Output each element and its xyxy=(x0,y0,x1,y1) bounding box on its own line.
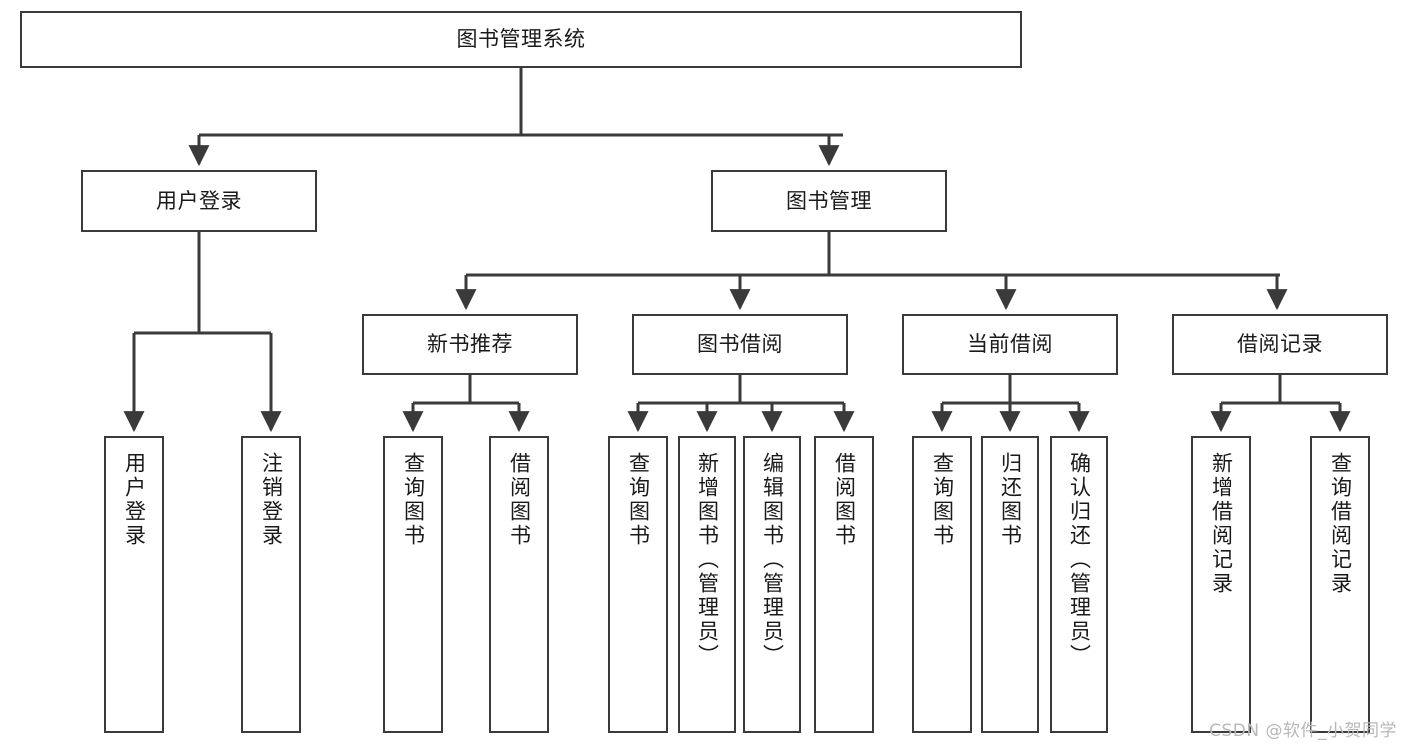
node-label: 借阅图书 xyxy=(832,452,857,548)
leaf-user-login-login[interactable]: 用户登录 xyxy=(104,436,164,733)
leaf-book-borrow-borrow-book[interactable]: 借阅图书 xyxy=(814,436,874,733)
leaf-new-book-query-book[interactable]: 查询图书 xyxy=(383,436,443,733)
node-label: 借阅记录 xyxy=(1237,332,1323,357)
leaf-new-book-borrow-book[interactable]: 借阅图书 xyxy=(489,436,549,733)
node-label: 图书管理系统 xyxy=(456,27,586,52)
leaf-borrow-record-query-record[interactable]: 查询借阅记录 xyxy=(1310,436,1370,733)
leaf-book-borrow-add-book-admin[interactable]: 新增图书（管理员） xyxy=(678,436,736,733)
node-label: 归还图书 xyxy=(998,452,1023,548)
node-label: 注销登录 xyxy=(259,452,284,548)
leaf-current-borrow-confirm-return-admin[interactable]: 确认归还（管理员） xyxy=(1050,436,1108,733)
node-label: 新增借阅记录 xyxy=(1209,452,1234,596)
node-new-book-recommend[interactable]: 新书推荐 xyxy=(362,314,578,375)
node-label: 编辑图书（管理员） xyxy=(760,452,785,668)
node-current-borrow[interactable]: 当前借阅 xyxy=(902,314,1118,375)
node-book-borrow[interactable]: 图书借阅 xyxy=(632,314,848,375)
leaf-user-login-logout[interactable]: 注销登录 xyxy=(241,436,301,733)
watermark-text: CSDN @软件_小贺同学 xyxy=(1209,721,1397,741)
leaf-current-borrow-query-book[interactable]: 查询图书 xyxy=(912,436,972,733)
node-label: 查询图书 xyxy=(626,452,651,548)
node-user-login[interactable]: 用户登录 xyxy=(81,170,317,232)
node-label: 用户登录 xyxy=(122,452,147,548)
leaf-book-borrow-edit-book-admin[interactable]: 编辑图书（管理员） xyxy=(743,436,801,733)
node-label: 借阅图书 xyxy=(507,452,532,548)
node-label: 当前借阅 xyxy=(967,332,1053,357)
node-label: 查询借阅记录 xyxy=(1328,452,1353,596)
node-borrow-record[interactable]: 借阅记录 xyxy=(1172,314,1388,375)
node-label: 图书借阅 xyxy=(697,332,783,357)
leaf-current-borrow-return-book[interactable]: 归还图书 xyxy=(981,436,1039,733)
node-label: 图书管理 xyxy=(786,188,872,213)
leaf-book-borrow-query-book[interactable]: 查询图书 xyxy=(608,436,668,733)
node-root-system[interactable]: 图书管理系统 xyxy=(20,11,1022,68)
node-label: 查询图书 xyxy=(930,452,955,548)
node-label: 新书推荐 xyxy=(427,332,513,357)
node-book-management[interactable]: 图书管理 xyxy=(711,170,947,232)
node-label: 查询图书 xyxy=(401,452,426,548)
node-label: 用户登录 xyxy=(156,188,242,213)
leaf-borrow-record-add-record[interactable]: 新增借阅记录 xyxy=(1191,436,1251,733)
node-label: 确认归还（管理员） xyxy=(1067,452,1092,668)
node-label: 新增图书（管理员） xyxy=(695,452,720,668)
